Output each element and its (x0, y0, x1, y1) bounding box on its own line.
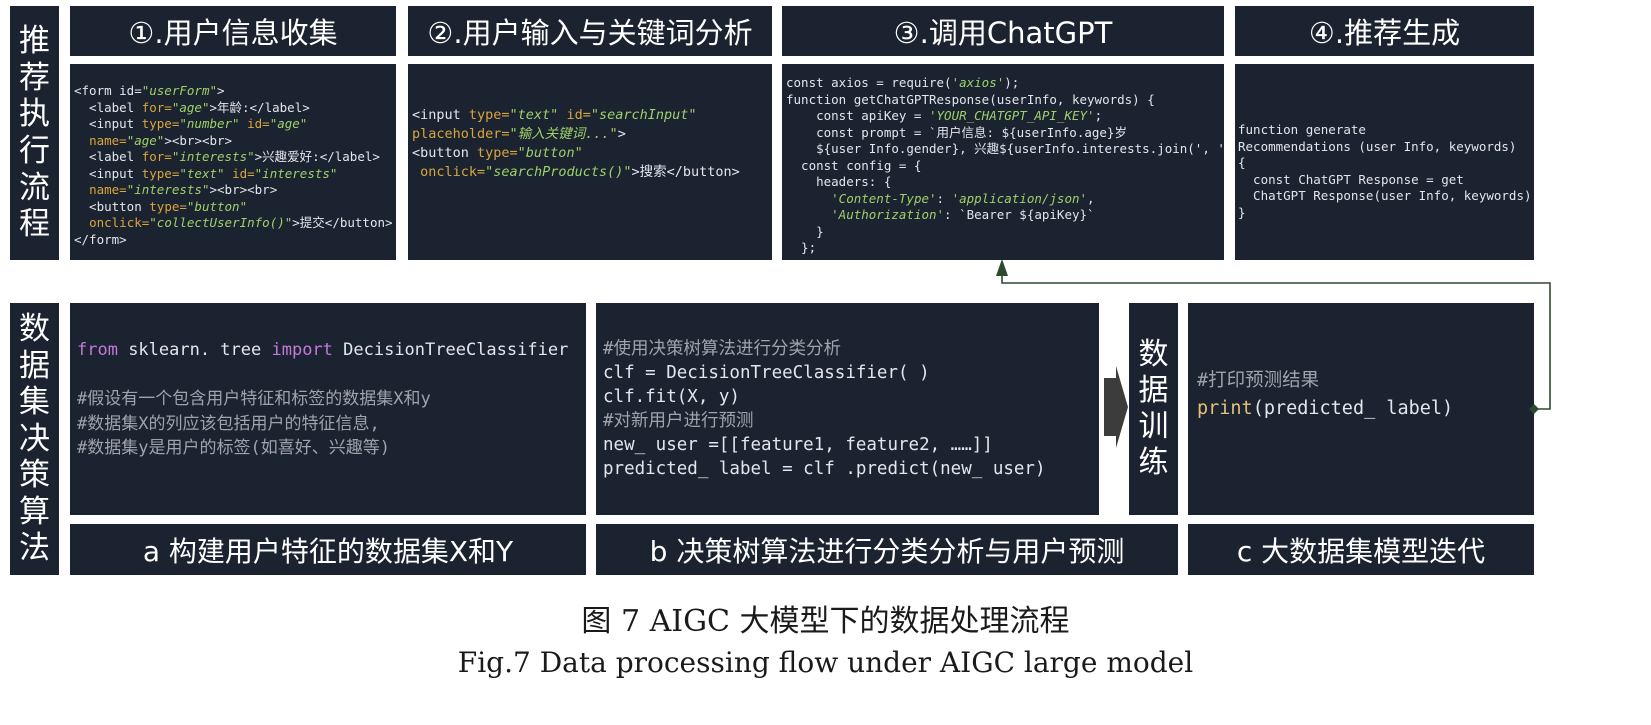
code-line: clf.fit(X, y) (603, 387, 740, 407)
algorithm-sidebar-label: 数 据 集 决 策 算 法 (10, 303, 59, 575)
flow-sidebar-char: 推 (19, 23, 50, 60)
algorithm-sidebar-char: 法 (19, 530, 50, 567)
code-line: name="age"><br><br> (89, 132, 233, 148)
code-line: const apiKey = 'YOUR_CHATGPT_API_KEY'; (786, 108, 1103, 123)
code-line: print(predicted_ label) (1197, 398, 1454, 419)
algorithm-sidebar-char: 集 (19, 384, 50, 421)
code-line: </form> (74, 231, 127, 247)
code-line: function getChatGPTResponse(userInfo, ke… (786, 91, 1155, 107)
decision-tree-code-panel: #使用决策树算法进行分类分析 clf = DecisionTreeClassifi… (596, 303, 1099, 515)
code-line: predicted_ label = clf .predict(new_ use… (603, 459, 1046, 479)
code-line: const axios = require('axios'); (786, 75, 1020, 90)
code-line: headers: { (786, 174, 892, 189)
flow-sidebar-label: 推 荐 执 行 流 程 (10, 6, 59, 260)
feedback-connector-line (1001, 268, 1551, 410)
user-form-code-panel: <form id="userForm"> <label for="age">年龄… (70, 64, 396, 260)
code-line: onclick="searchProducts()">搜索</button> (420, 164, 740, 180)
code-line: { (1238, 155, 1246, 170)
code-line: clf = DecisionTreeClassifier( ) (603, 363, 930, 383)
footer-c: c 大数据集模型迭代 (1188, 524, 1534, 575)
flow-sidebar-char: 执 (19, 96, 50, 133)
algorithm-sidebar-char: 算 (19, 493, 50, 530)
code-line: <input type="text" id="interests" (74, 165, 338, 181)
code-comment: #打印预测结果 (1197, 370, 1320, 391)
figure-caption-en: Fig.7 Data processing flow under AIGC la… (457, 646, 1194, 679)
flow-sidebar-char: 流 (19, 169, 50, 206)
code-line: const config = { (786, 157, 922, 173)
feedback-arrowhead-icon (996, 259, 1008, 276)
algorithm-sidebar-char: 数 (19, 310, 50, 347)
flow-arrow-right-icon (1104, 366, 1128, 448)
code-comment: #数据集y是用户的标签(如喜好、兴趣等) (77, 438, 390, 458)
code-line: placeholder="输入关键词..."> (412, 126, 626, 142)
code-line: const ChatGPT Response = get (1238, 171, 1464, 187)
code-line: from sklearn. tree import DecisionTreeCl… (77, 340, 569, 360)
flow-sidebar-char: 程 (19, 206, 50, 243)
feedback-start-marker-icon (1529, 404, 1539, 414)
training-label: 数 据 训 练 (1129, 303, 1178, 515)
code-line: <button type="button" (74, 198, 248, 214)
print-result-code-panel: #打印预测结果 print(predicted_ label) (1188, 303, 1534, 515)
code-line: ${user Info.gender}, 兴趣${userInfo.intere… (786, 141, 1224, 156)
figure-caption-cn: 图 7 AIGC 大模型下的数据处理流程 (581, 604, 1070, 639)
training-label-char: 据 (1138, 373, 1169, 408)
search-input-code-panel: <input type="text" id="searchInput" place… (408, 64, 772, 260)
dataset-code-panel: from sklearn. tree import DecisionTreeCl… (70, 303, 586, 515)
code-line: <label for="interests">兴趣爱好:</label> (74, 149, 380, 164)
algorithm-sidebar-char: 策 (19, 457, 50, 494)
code-line: Recommendations (user Info, keywords) (1238, 138, 1517, 154)
code-line: <label for="age">年龄:</label> (74, 99, 310, 115)
code-line: } (1238, 204, 1246, 220)
code-comment: #假设有一个包含用户特征和标签的数据集X和y (77, 389, 431, 409)
training-label-char: 练 (1138, 445, 1169, 480)
training-label-char: 数 (1138, 337, 1169, 372)
code-line: const prompt = `用户信息: ${userInfo.age}岁 (786, 124, 1127, 140)
step-2-header: ②.用户输入与关键词分析 (408, 6, 772, 56)
code-line: <input type="number" id="age" (74, 116, 308, 131)
code-comment: #对新用户进行预测 (603, 411, 754, 431)
code-line: 'Content-Type': 'application/json', (831, 190, 1095, 206)
code-line: ChatGPT Response(user Info, keywords); (1238, 188, 1534, 203)
chatgpt-call-code-panel: const axios = require('axios');function … (782, 64, 1224, 260)
flow-sidebar-char: 荐 (19, 59, 50, 96)
flow-sidebar-char: 行 (19, 133, 50, 169)
step-1-header: ①.用户信息收集 (70, 6, 396, 56)
code-line: <input type="text" id="searchInput" (412, 107, 697, 123)
code-line: }; (786, 240, 817, 255)
code-line: function generate (1238, 122, 1366, 137)
algorithm-sidebar-char: 据 (19, 347, 50, 384)
algorithm-sidebar-char: 决 (19, 420, 50, 457)
code-line: 'Authorization': `Bearer ${apiKey}` (831, 207, 1095, 222)
training-label-char: 训 (1138, 409, 1169, 444)
code-comment: #数据集X的列应该包括用户的特征信息, (77, 413, 380, 434)
code-line: <form id="userForm"> (74, 83, 225, 98)
footer-a: a 构建用户特征的数据集X和Y (70, 524, 586, 575)
step-4-header: ④.推荐生成 (1235, 6, 1534, 56)
code-line: new_ user =[[feature1, feature2, ……]] (603, 435, 993, 455)
code-line: name="interests"><br><br> (89, 182, 278, 197)
footer-b: b 决策树算法进行分类分析与用户预测 (596, 524, 1178, 575)
code-line: onclick="collectUserInfo()">提交</button> (89, 215, 393, 230)
code-line: } (786, 223, 824, 239)
step-3-header: ③.调用ChatGPT (782, 6, 1224, 56)
code-line: <button type="button" (412, 145, 583, 161)
code-comment: #使用决策树算法进行分类分析 (603, 339, 842, 359)
